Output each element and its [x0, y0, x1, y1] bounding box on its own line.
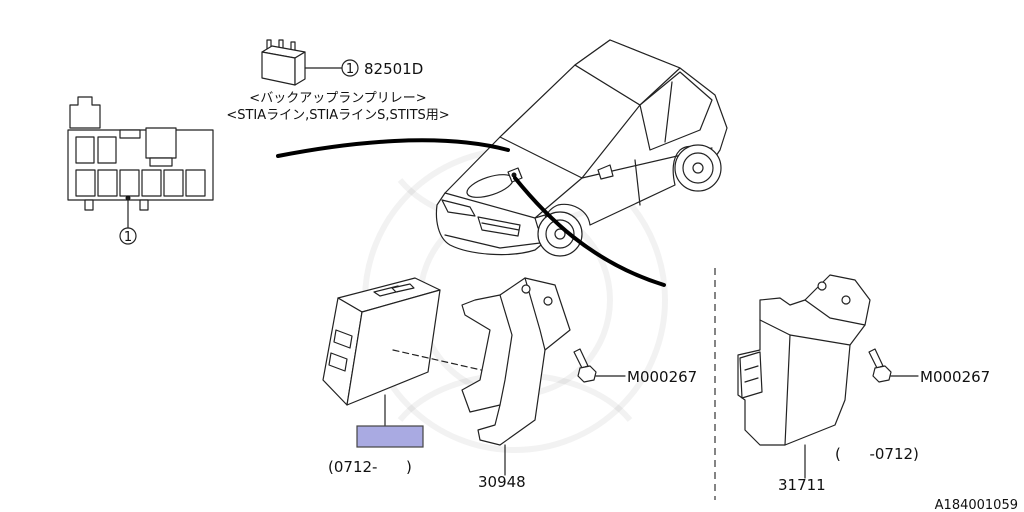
fuse-box-callout-number: 1: [124, 230, 132, 245]
vehicle-illustration: [435, 39, 728, 257]
relay-location-leader: [276, 138, 510, 158]
bracket-30948: [461, 277, 571, 476]
relay-applicability: <STIAライン,STIAラインS,STITS用>: [226, 108, 449, 123]
bolt-right: [868, 348, 919, 383]
bracket-left-part-number[interactable]: 30948: [478, 473, 526, 491]
fuse-box-callout[interactable]: 1: [119, 227, 137, 245]
backup-lamp-relay: [261, 39, 343, 86]
fuse-box: [67, 96, 214, 229]
control-unit-highlight[interactable]: [356, 425, 424, 448]
bolt-left: [573, 348, 626, 383]
bolt-left-part-number[interactable]: M000267: [627, 368, 697, 386]
control-unit: [322, 277, 491, 427]
assembly-right-date-range: ( -0712): [835, 445, 919, 463]
control-unit-date-range: (0712- ): [328, 458, 412, 476]
unit-location-leader: [513, 176, 666, 287]
relay-callout[interactable]: 1: [341, 59, 359, 77]
relay-callout-number: 1: [346, 62, 354, 77]
bolt-right-part-number[interactable]: M000267: [920, 368, 990, 386]
relay-part-number[interactable]: 82501D: [364, 60, 423, 78]
relay-name: <バックアップランプリレー>: [249, 91, 426, 106]
assembly-right-part-number[interactable]: 31711: [778, 476, 826, 494]
figure-id: A184001059: [935, 498, 1018, 512]
assembly-31711: [737, 274, 871, 479]
